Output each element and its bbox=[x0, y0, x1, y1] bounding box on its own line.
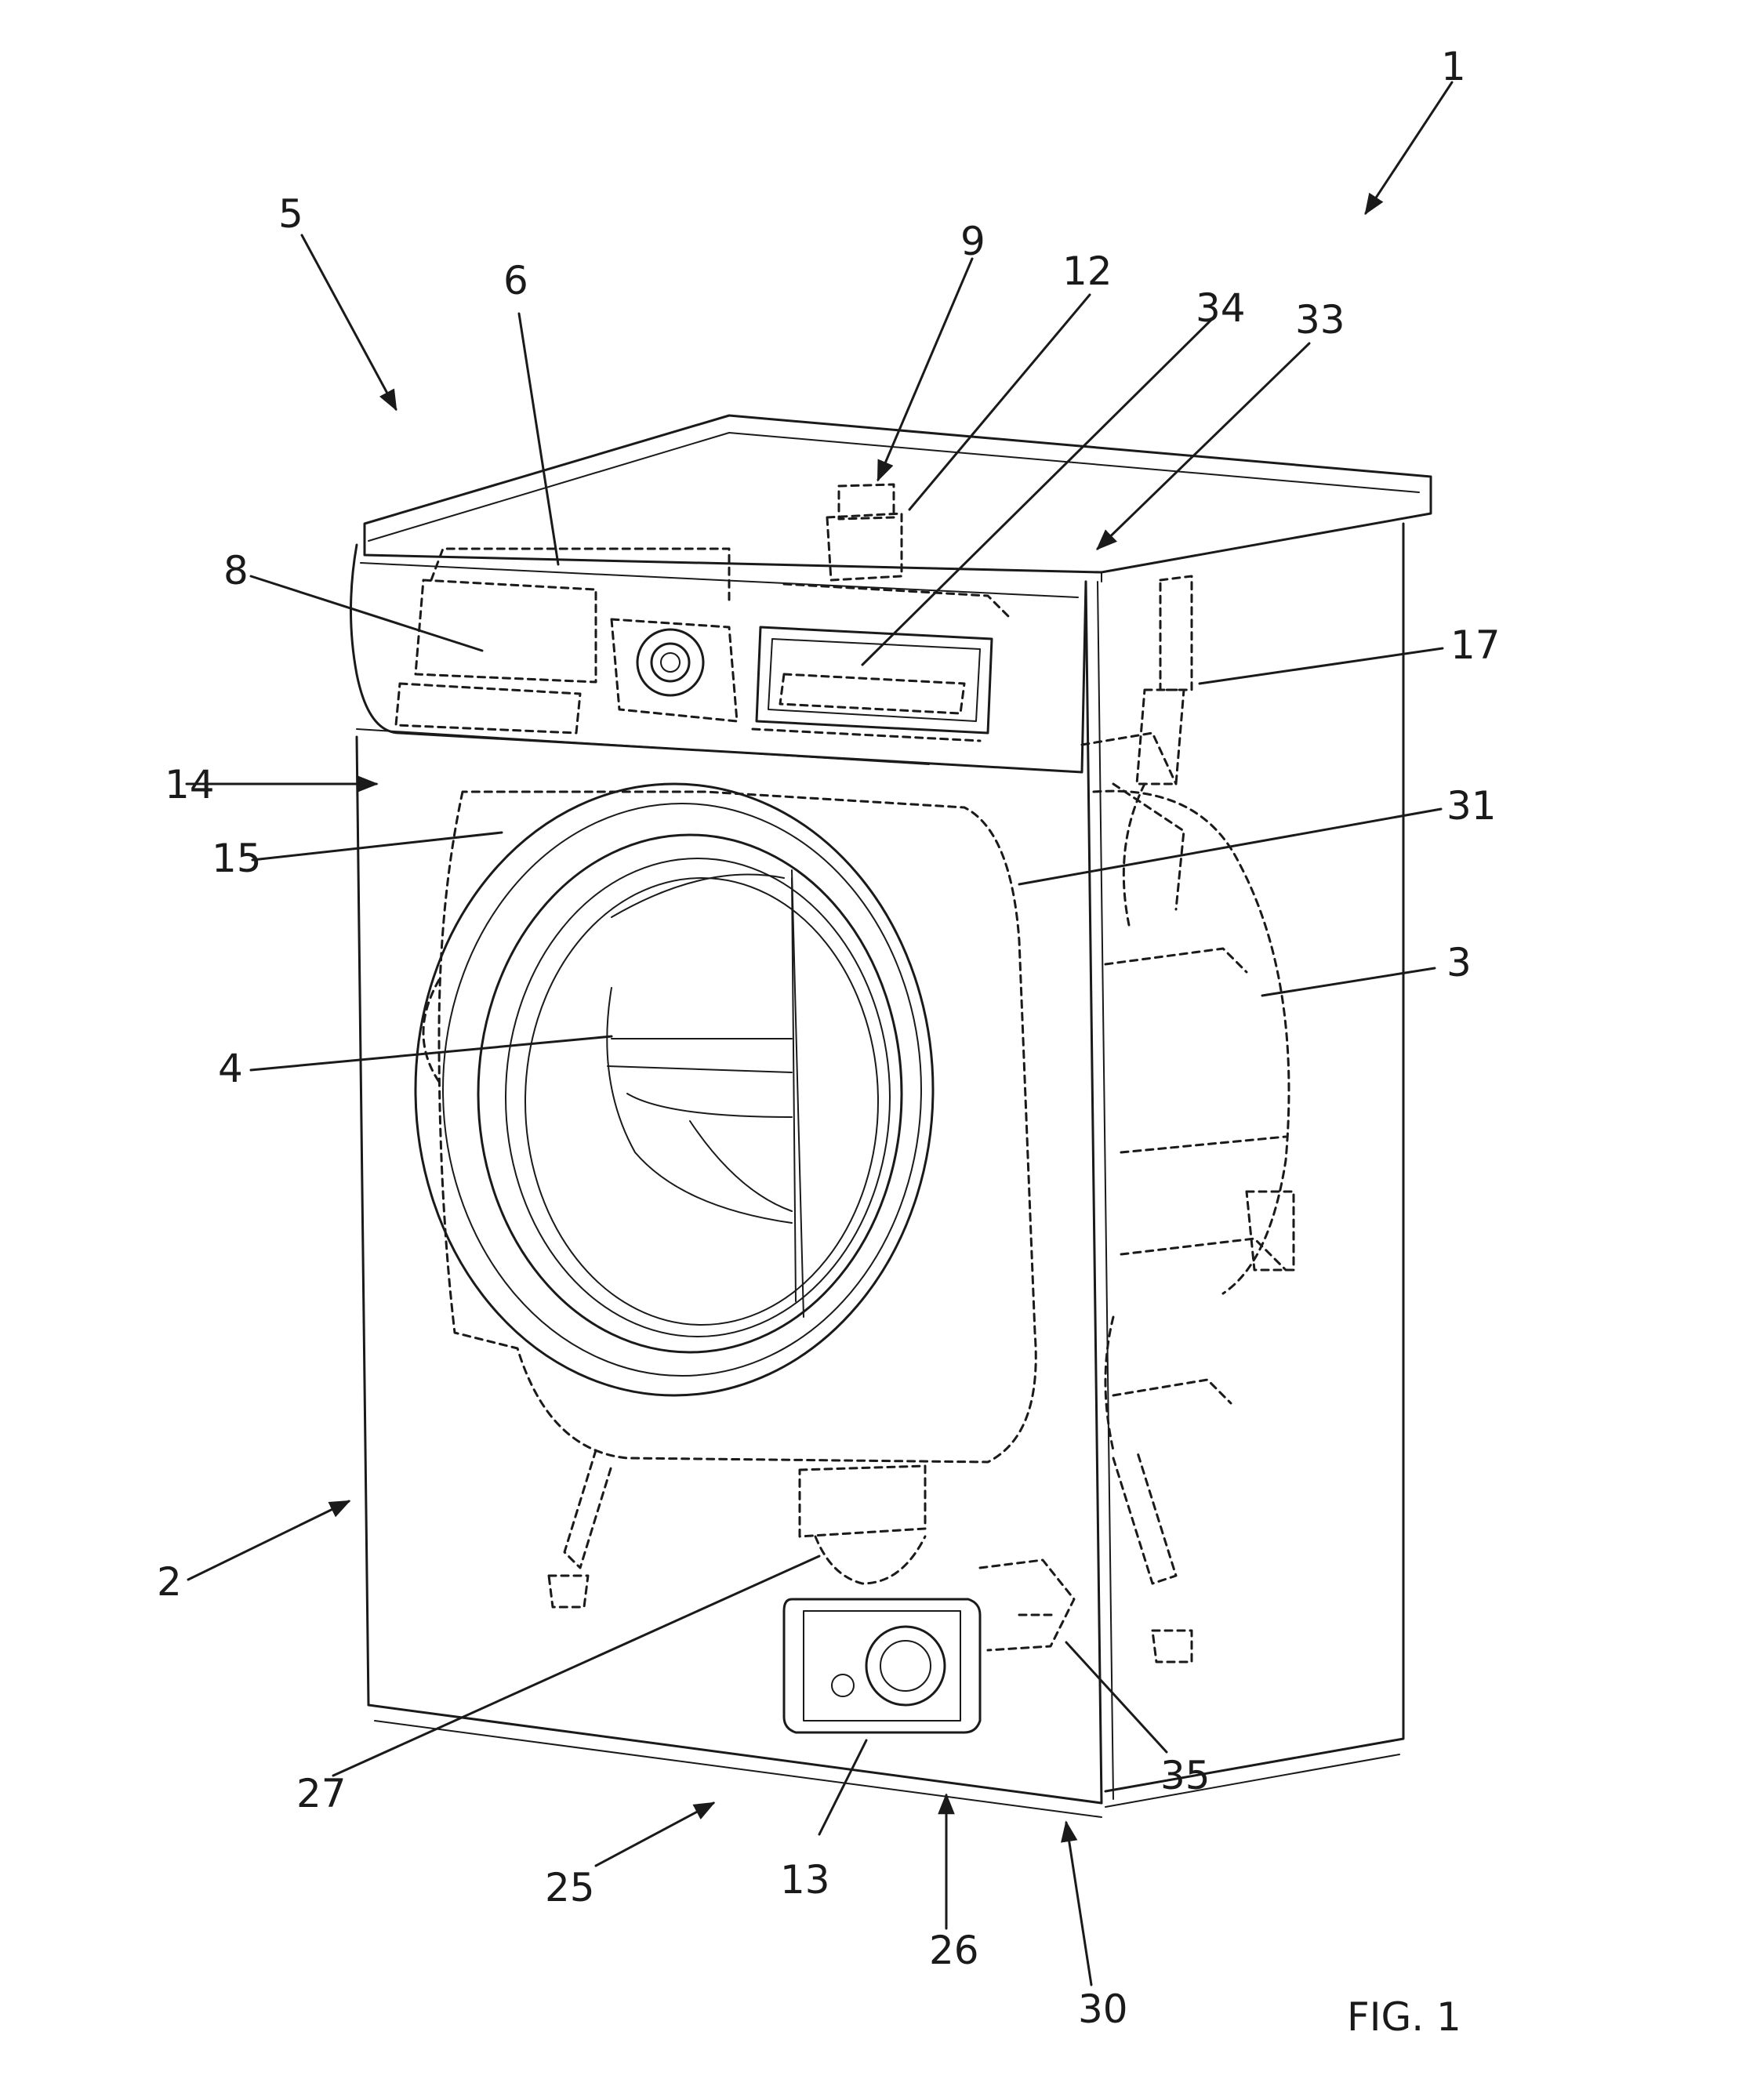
door-assembly bbox=[416, 784, 1036, 1462]
ref-label-4: 4 bbox=[218, 1046, 243, 1091]
ref-label-31: 31 bbox=[1446, 783, 1497, 829]
tub-outline bbox=[1082, 576, 1294, 1403]
ref-label-14: 14 bbox=[165, 762, 215, 807]
ref-label-13: 13 bbox=[780, 1857, 830, 1903]
ref-label-35: 35 bbox=[1160, 1753, 1210, 1798]
ref-label-27: 27 bbox=[296, 1771, 347, 1816]
ref-label-8: 8 bbox=[223, 548, 249, 593]
ref-label-5: 5 bbox=[278, 191, 303, 237]
ref-label-17: 17 bbox=[1450, 622, 1501, 668]
drain-pump-assembly bbox=[784, 1466, 1074, 1732]
ref-label-34: 34 bbox=[1196, 285, 1246, 331]
ref-label-2: 2 bbox=[157, 1559, 182, 1605]
control-panel bbox=[396, 484, 1011, 741]
ref-label-3: 3 bbox=[1446, 940, 1472, 985]
ref-label-1: 1 bbox=[1441, 44, 1466, 89]
ref-label-33: 33 bbox=[1295, 297, 1345, 343]
leader-lines bbox=[187, 82, 1452, 1985]
ref-label-15: 15 bbox=[212, 836, 262, 881]
ref-label-12: 12 bbox=[1062, 249, 1112, 294]
machine-housing bbox=[351, 415, 1432, 1817]
ref-label-26: 26 bbox=[929, 1928, 979, 1973]
ref-label-25: 25 bbox=[545, 1865, 595, 1910]
figure-caption: FIG. 1 bbox=[1347, 1994, 1461, 2040]
ref-label-30: 30 bbox=[1078, 1986, 1128, 2032]
ref-label-6: 6 bbox=[503, 258, 528, 303]
ref-label-9: 9 bbox=[960, 219, 985, 264]
